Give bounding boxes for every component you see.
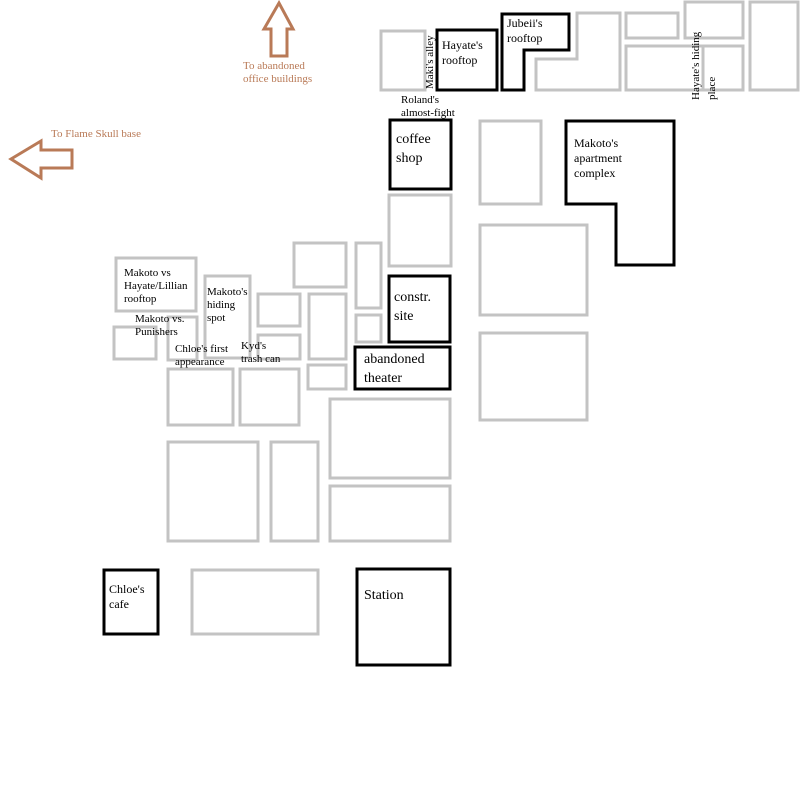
chloe-first-label: Chloe's first appearance [175, 343, 229, 368]
coffee-shop-building [388, 118, 453, 191]
west-direction-label: To Flame Skull base [51, 128, 141, 140]
coffee-shop-label: coffee shop [396, 132, 431, 166]
building [328, 397, 452, 480]
abandoned-theater-label: abandoned theater [364, 352, 425, 386]
building [269, 440, 320, 543]
building [478, 331, 589, 422]
building [203, 274, 252, 360]
chloe-cafe-building [102, 568, 160, 636]
makoto-apartment-label: Makoto's apartment complex [574, 136, 622, 180]
building [624, 44, 745, 92]
building [166, 440, 260, 543]
hayate-hiding-label-2: place [706, 76, 718, 100]
building [292, 241, 348, 289]
building [256, 333, 302, 361]
building [166, 315, 199, 362]
building [190, 568, 320, 636]
building [114, 256, 198, 313]
west-arrow [8, 138, 74, 181]
building [328, 484, 452, 543]
station-label: Station [364, 588, 404, 603]
hayate-rooftop-building [435, 28, 499, 92]
north-arrow [261, 0, 296, 58]
building [534, 11, 622, 92]
maki-alley-label: Maki's alley [424, 35, 436, 89]
hayate-rooftop-label: Hayate's rooftop [442, 38, 483, 67]
building [238, 367, 301, 427]
chloe-cafe-label: Chloe's cafe [109, 582, 145, 611]
building [354, 313, 383, 344]
kyd-trash-label: Kyd's trash can [241, 340, 281, 365]
building [748, 0, 800, 92]
constr-site-building [387, 274, 452, 344]
building [379, 29, 427, 92]
makoto-apartment-building [564, 119, 676, 267]
jubeii-rooftop-label: Jubeii's rooftop [507, 16, 543, 45]
north-direction-label: To abandoned office buildings [243, 60, 313, 85]
building [701, 44, 745, 92]
roland-label: Roland's almost-fight [401, 94, 455, 119]
abandoned-theater-building [353, 345, 452, 391]
hayate-hiding-label: Hayate's hiding [690, 31, 702, 100]
building [624, 11, 680, 40]
building [478, 223, 589, 317]
building [354, 241, 383, 310]
station-building [355, 567, 452, 667]
building [306, 363, 348, 391]
makoto-vs-hayate-label: Makoto vs Hayate/Lillian rooftop [124, 267, 188, 305]
building [166, 367, 235, 427]
building [256, 292, 302, 328]
makoto-vs-punishers-label: Makoto vs. Punishers [135, 313, 185, 338]
building [478, 119, 543, 206]
constr-site-label: constr. site [394, 290, 431, 324]
building [683, 0, 745, 40]
jubeii-rooftop-building [500, 12, 571, 92]
building [387, 193, 453, 268]
makoto-hiding-label: Makoto's hiding spot [207, 286, 248, 324]
building [112, 325, 158, 361]
building [307, 292, 348, 361]
